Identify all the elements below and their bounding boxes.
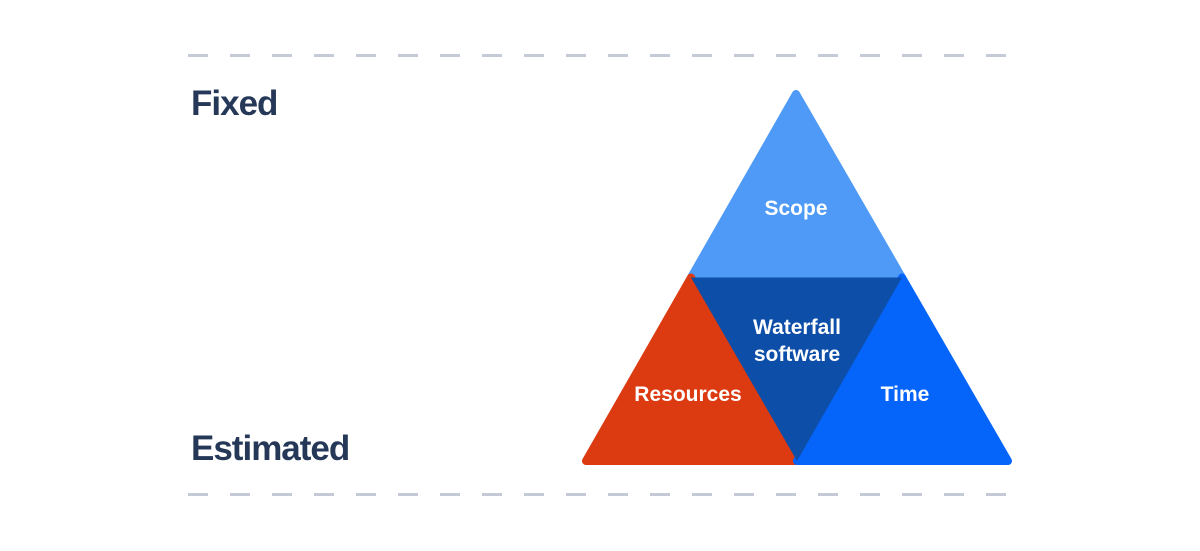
waterfall-label-line1: Waterfall [753,316,841,339]
estimated-label: Estimated [191,429,350,468]
scope-section [687,90,906,282]
resources-section-label: Resources [634,383,741,406]
time-section-label: Time [881,383,930,406]
bottom-dashed-divider [188,493,1010,496]
waterfall-label-line2: software [754,343,840,366]
fixed-label: Fixed [191,84,278,123]
top-dashed-divider [188,54,1010,57]
scope-section-label: Scope [764,197,827,220]
waterfall-center-section [691,277,902,461]
